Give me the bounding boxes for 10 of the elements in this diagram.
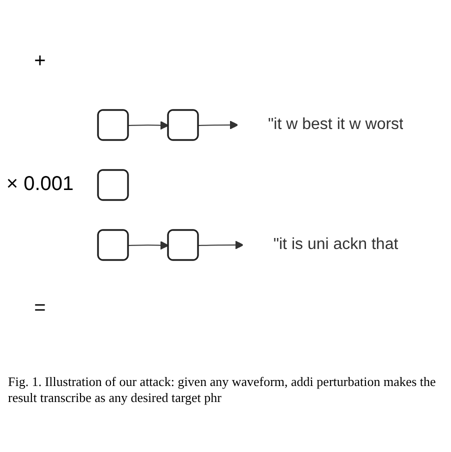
arrow [128,120,169,130]
operator-label: × 0.001 [6,173,74,196]
node-text: "it w best it w worst [268,116,404,133]
operator-label: = [34,296,46,320]
operator-label: + [34,50,46,74]
arrow [198,120,238,130]
arrow [128,240,169,250]
arrow [198,240,244,250]
node-text: "it is uni ackn that [273,236,398,253]
figure-caption: Fig. 1. Illustration of our attack: given any waveform, addi perturbation makes the result transcribe as any desired target phr [7,373,437,407]
